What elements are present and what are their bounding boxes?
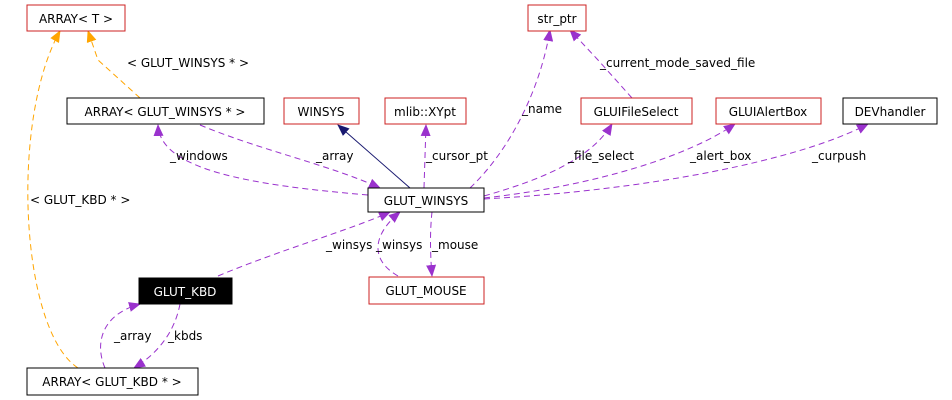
label-alert-box: _alert_box <box>689 149 751 163</box>
edge-file-select <box>483 123 613 197</box>
label-kbds: _kbds <box>167 329 202 343</box>
edge-labels: < GLUT_WINSYS * > < GLUT_KBD * > _curren… <box>30 56 866 343</box>
label-windows: _windows <box>169 149 228 163</box>
node-xypt[interactable]: mlib::XYpt <box>384 97 467 125</box>
label-cursor-pt: _cursor_pt <box>425 149 488 163</box>
label-array-winsys: _array <box>315 149 353 163</box>
node-label: ARRAY< GLUT_KBD * > <box>42 375 181 389</box>
node-array-t[interactable]: ARRAY< T > <box>26 4 126 32</box>
node-label: ARRAY< GLUT_WINSYS * > <box>84 105 245 119</box>
edge-kbds <box>133 303 181 369</box>
edges <box>27 29 869 369</box>
node-label: ARRAY< T > <box>39 12 113 26</box>
edge-alert-box <box>483 123 736 199</box>
edge-cursor-pt <box>420 124 431 189</box>
label-array-kbd: _array <box>113 329 151 343</box>
node-alert-box[interactable]: GLUIAlertBox <box>715 97 822 125</box>
label-name: _name <box>521 102 562 116</box>
node-label: WINSYS <box>298 105 345 119</box>
node-label: GLUT_MOUSE <box>385 284 466 298</box>
node-str-ptr[interactable]: str_ptr <box>527 4 587 32</box>
edge-array-kbd <box>100 302 141 369</box>
node-winsys[interactable]: WINSYS <box>283 97 360 125</box>
edge-template-array-kbd <box>27 30 79 369</box>
node-array-winsys[interactable]: ARRAY< GLUT_WINSYS * > <box>66 97 265 125</box>
node-glut-kbd[interactable]: GLUT_KBD <box>138 277 233 305</box>
node-label: str_ptr <box>537 12 576 26</box>
nodes: ARRAY< T > str_ptr ARRAY< GLUT_WINSYS * … <box>26 4 938 396</box>
node-label: mlib::XYpt <box>394 105 456 119</box>
edge-array-winsys <box>199 124 381 189</box>
node-devhandler[interactable]: DEVhandler <box>842 97 938 125</box>
edge-curpush <box>483 123 869 200</box>
label-file-select: _file_select <box>567 149 634 163</box>
node-label: GLUT_WINSYS <box>384 194 468 208</box>
node-glut-winsys[interactable]: GLUT_WINSYS <box>367 187 485 213</box>
label-winsys-mouse: _winsys <box>375 238 422 252</box>
label-curpush: _curpush <box>811 149 866 163</box>
node-label: GLUIFileSelect <box>594 105 679 119</box>
edge-current-mode <box>569 29 633 99</box>
node-array-kbd[interactable]: ARRAY< GLUT_KBD * > <box>26 367 199 396</box>
edge-winsys-kbd <box>217 211 391 277</box>
label-tmpl-kbd: < GLUT_KBD * > <box>30 193 130 207</box>
label-current-mode: _current_mode_saved_file <box>599 56 755 70</box>
edge-windows <box>153 124 369 196</box>
edge-mouse <box>426 211 437 277</box>
node-label: GLUIAlertBox <box>729 105 808 119</box>
node-label: GLUT_KBD <box>154 285 217 299</box>
node-label: DEVhandler <box>855 105 926 119</box>
label-mouse: _mouse <box>431 238 478 252</box>
node-glut-mouse[interactable]: GLUT_MOUSE <box>368 276 485 305</box>
label-tmpl-winsys: < GLUT_WINSYS * > <box>127 56 249 70</box>
label-winsys-kbd: _winsys <box>325 238 372 252</box>
edge-name <box>469 29 554 189</box>
node-file-select[interactable]: GLUIFileSelect <box>580 97 693 125</box>
edge-inherit-winsys <box>337 124 411 189</box>
